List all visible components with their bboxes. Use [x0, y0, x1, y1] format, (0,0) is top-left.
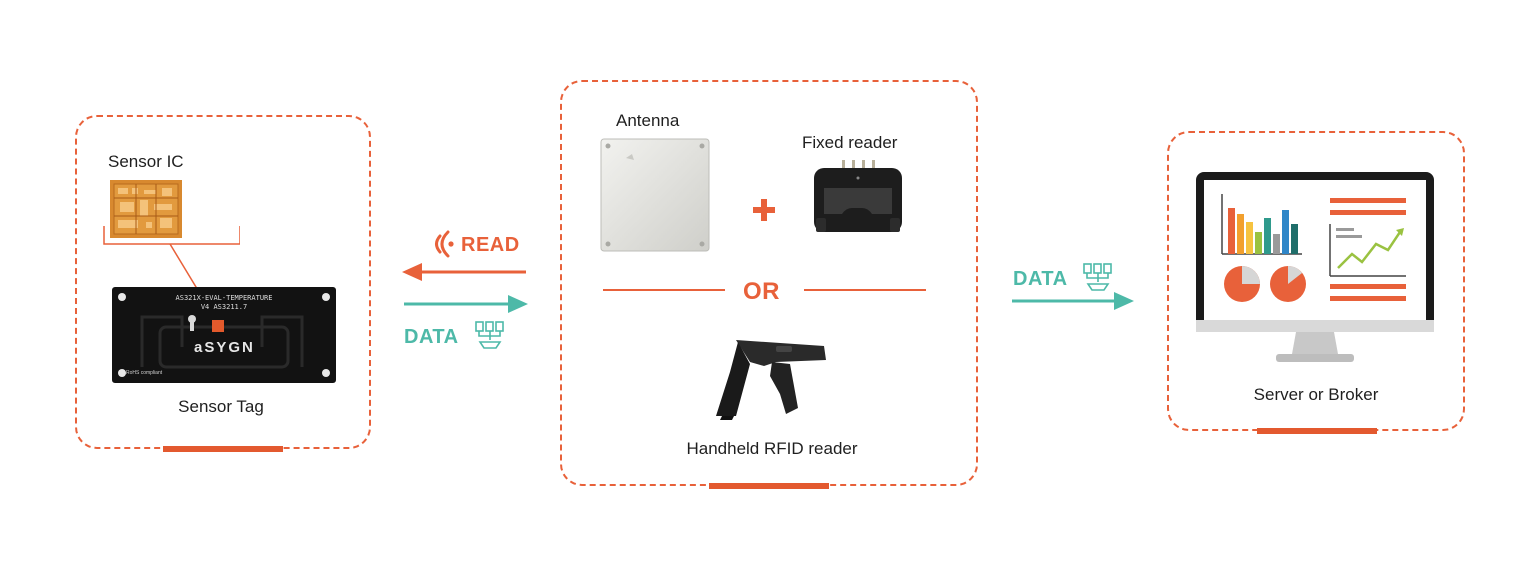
sensor-ic-label: Sensor IC — [108, 152, 184, 171]
data-stack-icon-left — [475, 321, 504, 349]
handheld-reader-image — [716, 340, 826, 420]
data-label-right: DATA — [1013, 268, 1068, 290]
data-label-left: DATA — [404, 326, 459, 348]
antenna-label: Antenna — [616, 111, 680, 130]
sensor-tag-board: AS321X-EVAL-TEMPERATURE V4 AS3211.7 aSYG… — [112, 287, 336, 383]
wireless-signal-icon — [435, 230, 454, 258]
fixed-reader-image — [814, 160, 902, 232]
board-traces — [118, 293, 330, 377]
sensor-ic-chip-image — [110, 180, 182, 238]
data-arrow-left — [404, 295, 528, 313]
data-arrow-right — [1012, 292, 1134, 310]
plus-icon — [753, 199, 775, 221]
sensor-tag-label: Sensor Tag — [178, 397, 264, 416]
handheld-label: Handheld RFID reader — [686, 439, 858, 458]
read-label: READ — [461, 234, 520, 256]
reader-box-underline — [709, 483, 829, 489]
sensor-box-underline — [163, 446, 283, 452]
board-text-line2: V4 AS3211.7 — [200, 303, 248, 311]
monitor-dashboard-image — [1196, 172, 1434, 362]
board-logo: aSYGN — [194, 339, 255, 356]
board-text-line1: AS321X-EVAL-TEMPERATURE — [175, 294, 273, 302]
server-label: Server or Broker — [1253, 385, 1379, 404]
fixed-reader-label: Fixed reader — [802, 133, 898, 152]
board-rohs-text: RoHS compliant — [126, 370, 163, 376]
server-box-underline — [1257, 428, 1377, 434]
data-stack-icon-right — [1083, 263, 1112, 291]
antenna-image — [600, 138, 710, 252]
or-label: OR — [743, 278, 780, 305]
or-divider-right — [804, 289, 926, 291]
or-divider-left — [603, 289, 725, 291]
read-arrow — [402, 263, 526, 281]
